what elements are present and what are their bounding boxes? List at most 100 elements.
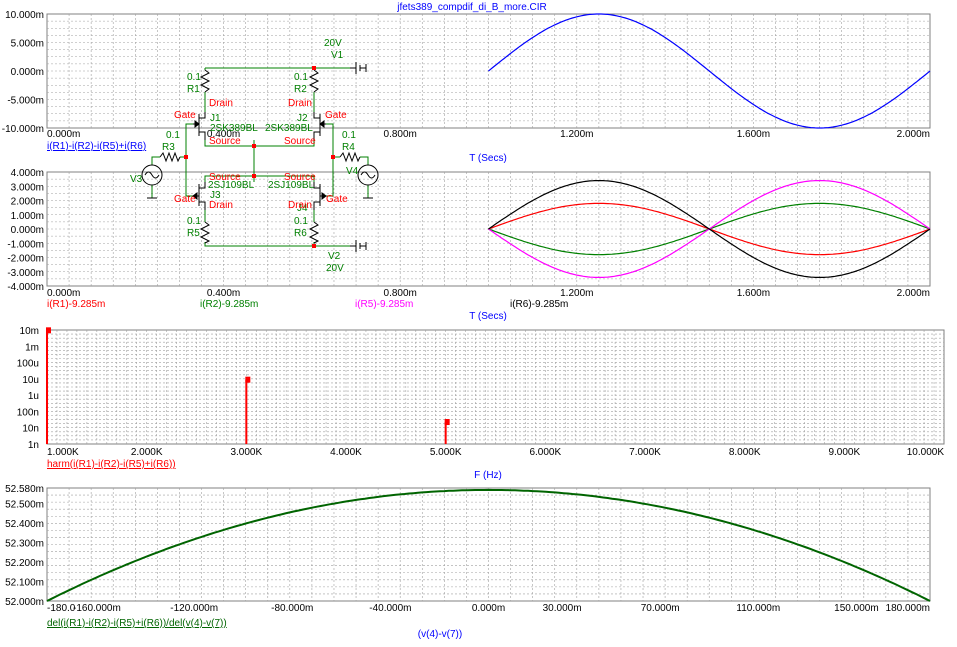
p4-xtick-label: 180.000m <box>886 603 930 614</box>
V2-value: 20V <box>326 263 344 274</box>
V4-label: V4 <box>346 166 359 177</box>
p2-ytick-label: 2.000m <box>11 197 44 208</box>
R1-value: 0.1 <box>187 72 201 83</box>
p3-xtick-label: 1.000K <box>47 447 79 458</box>
J4-drain-label: Drain <box>288 200 312 211</box>
p4-grid <box>47 488 930 601</box>
p2-ytick-label: 0.000m <box>11 225 44 236</box>
R1-symbol <box>199 69 211 93</box>
p3-xtick-label: 7.000K <box>629 447 661 458</box>
p2-ytick-label: 4.000m <box>11 168 44 179</box>
p2-ytick-label: 1.000m <box>11 211 44 222</box>
p4-ytick-label: 52.400m <box>5 519 44 530</box>
J3-drain-label: Drain <box>209 200 233 211</box>
jfet-symbols <box>192 112 327 210</box>
J3-symbol <box>192 182 206 210</box>
J2-part: 2SK389BL <box>265 123 313 134</box>
R1-label: R1 <box>187 84 200 95</box>
p4-ytick-label: 52.000m <box>5 597 44 608</box>
window-title: jfets389_compdif_di_B_more.CIR <box>396 2 547 13</box>
p3-xtick-label: 3.000K <box>230 447 262 458</box>
p2-ytick-label: -4.000m <box>7 282 44 293</box>
V1-symbol <box>350 62 367 74</box>
schematic-nodes <box>184 66 335 248</box>
circuit-schematic: 0.1 R1 0.1 R2 0.1 R5 0.1 R6 0.1 R3 0.1 R… <box>130 38 379 274</box>
p3-ytick-label: 100n <box>17 407 39 418</box>
J3-label: J3 <box>210 190 221 201</box>
p4-legend-0: del(i(R1)-i(R2)-i(R5)+i(R6))/del(v(4)-v(… <box>47 618 227 629</box>
R4-symbol <box>339 151 361 163</box>
p3-ytick-label: 10m <box>20 326 39 337</box>
p2-ytick-label: -3.000m <box>7 268 44 279</box>
p3-xtick-label: 4.000K <box>330 447 362 458</box>
p1-ytick-label: 0.000m <box>11 67 44 78</box>
p2-xtick-label: 0.800m <box>384 288 417 299</box>
p3-ytick-label: 1u <box>28 391 39 402</box>
p2-ytick-label: 3.000m <box>11 182 44 193</box>
resistor-symbols <box>159 69 361 244</box>
J2-source-label: Source <box>284 136 316 147</box>
R5-symbol <box>199 221 211 244</box>
p3-ytick-label: 10u <box>22 375 39 386</box>
p2-ytick-label: -2.000m <box>7 254 44 265</box>
source-symbols <box>141 62 379 252</box>
p3-xtick-label: 8.000K <box>729 447 761 458</box>
p3-ytick-label: 100u <box>17 359 39 370</box>
R2-label: R2 <box>294 84 307 95</box>
p3-ytick-label: 10n <box>22 424 39 435</box>
J1-drain-label: Drain <box>209 98 233 109</box>
J1-source-label: Source <box>209 136 241 147</box>
p2-xtick-label: 1.200m <box>560 288 593 299</box>
p2-legend-0: i(R1)-9.285m <box>47 299 105 310</box>
pin-labels: Drain Source Gate Drain Source Gate Sour… <box>174 98 348 211</box>
p3-grid <box>47 330 944 444</box>
p3-bar-marker-1 <box>245 376 251 383</box>
R6-label: R6 <box>294 228 307 239</box>
p4-xtick-label: 0.000m <box>472 603 505 614</box>
p4-xtick-label: -160.000m <box>73 603 121 614</box>
p3-ytick-label: 1n <box>28 440 39 451</box>
p4-xtick-label: 70.000m <box>641 603 680 614</box>
p1-ytick-label: -10.000m <box>2 124 44 135</box>
p2-grid <box>47 172 930 286</box>
p2-legend-2: i(R5)-9.285m <box>355 299 413 310</box>
R5-label: R5 <box>187 228 200 239</box>
V1-value: 20V <box>324 38 342 49</box>
V4-symbol <box>357 164 379 199</box>
p4-ytick-label: 52.200m <box>5 558 44 569</box>
schematic-labels: 0.1 R1 0.1 R2 0.1 R5 0.1 R6 0.1 R3 0.1 R… <box>130 38 359 274</box>
p3-xtick-label: 10.000K <box>907 447 945 458</box>
J4-label: J4 <box>297 203 308 214</box>
V2-label: V2 <box>328 251 341 262</box>
R5-value: 0.1 <box>187 216 201 227</box>
R2-symbol <box>308 69 320 93</box>
p2-xtick-label: 1.600m <box>737 288 770 299</box>
J2-gate-label: Gate <box>325 110 347 121</box>
R3-symbol <box>159 151 181 163</box>
p4-ytick-label: 52.100m <box>5 578 44 589</box>
J2-symbol <box>313 112 326 140</box>
transfer-plot: 52.580m52.500m52.400m52.300m52.200m52.10… <box>5 484 931 640</box>
R3-value: 0.1 <box>166 130 180 141</box>
p4-ytick-label: 52.300m <box>5 539 44 550</box>
p1-ytick-label: -5.000m <box>7 96 44 107</box>
p2-xtick-label: 2.000m <box>897 288 930 299</box>
R2-value: 0.1 <box>294 72 308 83</box>
p4-xtick-label: 30.000m <box>543 603 582 614</box>
J3-part: 2SJ109BL <box>208 180 255 191</box>
p1-ytick-label: 10.000m <box>5 10 44 21</box>
p2-xtick-label: 0.400m <box>207 288 240 299</box>
p4-ytick-label: 52.580m <box>5 484 44 495</box>
p2-series-3 <box>488 180 931 278</box>
p3-xtick-label: 5.000K <box>430 447 462 458</box>
p2-xlabel: T (Secs) <box>469 311 507 322</box>
p2-xtick-label: 0.000m <box>47 288 80 299</box>
J4-symbol <box>313 182 327 210</box>
p1-legend-0: i(R1)-i(R2)-i(R5)+i(R6) <box>47 141 146 152</box>
p3-xtick-label: 6.000K <box>529 447 561 458</box>
p2-legend-1: i(R2)-9.285m <box>200 299 258 310</box>
R6-symbol <box>308 221 320 244</box>
V3-label: V3 <box>130 174 143 185</box>
